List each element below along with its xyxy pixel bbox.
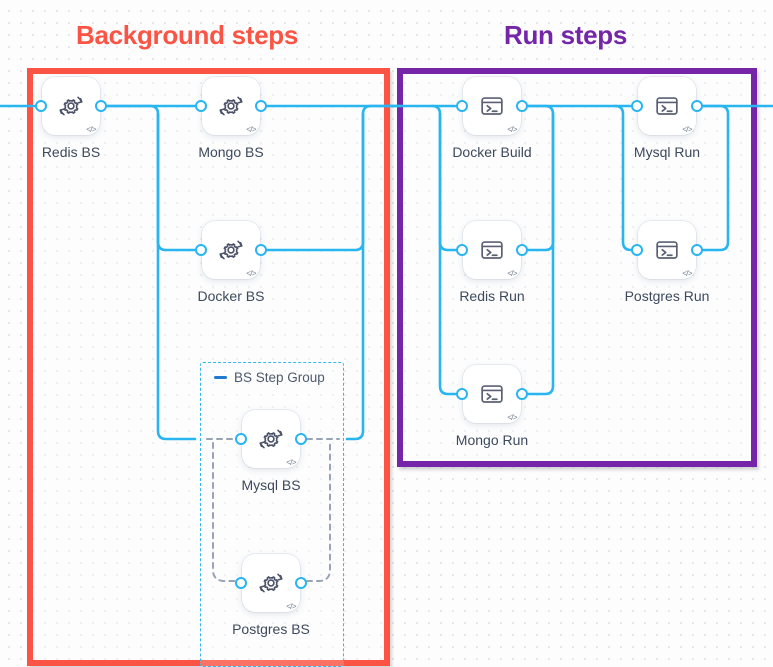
node-output-port[interactable] — [255, 100, 267, 112]
node-output-port[interactable] — [516, 244, 528, 256]
node-label: Docker BS — [197, 288, 265, 304]
node-input-port[interactable] — [195, 244, 207, 256]
node-output-port[interactable] — [691, 100, 703, 112]
minus-icon[interactable] — [214, 376, 227, 379]
node-output-port[interactable] — [295, 577, 307, 589]
node-card[interactable]: </> — [638, 221, 696, 279]
node-input-port[interactable] — [631, 244, 643, 256]
node-input-port[interactable] — [235, 433, 247, 445]
code-badge: </> — [246, 269, 256, 278]
section-title-run-steps: Run steps — [504, 20, 627, 50]
node-card[interactable]: </> — [638, 77, 696, 135]
node-card[interactable]: </> — [202, 77, 260, 135]
node-input-port[interactable] — [456, 100, 468, 112]
code-badge: </> — [682, 269, 692, 278]
node-card[interactable]: </> — [463, 365, 521, 423]
terminal-icon — [656, 97, 678, 115]
code-badge: </> — [507, 269, 517, 278]
terminal-icon — [481, 385, 503, 403]
node-output-port[interactable] — [255, 244, 267, 256]
terminal-icon — [481, 97, 503, 115]
node-input-port[interactable] — [456, 244, 468, 256]
group-frame-run-steps — [397, 68, 757, 467]
background-step-gear-icon — [259, 573, 283, 593]
node-output-port[interactable] — [516, 100, 528, 112]
code-badge: </> — [246, 125, 256, 134]
section-title-background-steps: Background steps — [76, 20, 299, 50]
node-label: Postgres BS — [232, 621, 310, 637]
node-input-port[interactable] — [195, 100, 207, 112]
node-label: Postgres Run — [624, 288, 710, 304]
node-label: Mysql Run — [633, 144, 701, 160]
background-step-gear-icon — [259, 429, 283, 449]
code-badge: </> — [286, 458, 296, 467]
node-label: Redis Run — [459, 288, 525, 304]
node-output-port[interactable] — [516, 388, 528, 400]
node-card[interactable]: </> — [242, 410, 300, 468]
bs-step-group-header[interactable]: BS Step Group — [214, 370, 325, 385]
background-step-gear-icon — [59, 96, 83, 116]
code-badge: </> — [286, 602, 296, 611]
node-card[interactable]: </> — [42, 77, 100, 135]
node-label: Mysql BS — [241, 477, 301, 493]
code-badge: </> — [86, 125, 96, 134]
node-label: Mongo BS — [198, 144, 264, 160]
bs-step-group-label: BS Step Group — [234, 370, 325, 385]
node-card[interactable]: </> — [463, 221, 521, 279]
background-step-gear-icon — [219, 240, 243, 260]
code-badge: </> — [507, 125, 517, 134]
background-step-gear-icon — [219, 96, 243, 116]
node-input-port[interactable] — [456, 388, 468, 400]
node-card[interactable]: </> — [242, 554, 300, 612]
node-output-port[interactable] — [95, 100, 107, 112]
node-card[interactable]: </> — [463, 77, 521, 135]
node-output-port[interactable] — [295, 433, 307, 445]
node-label: Redis BS — [41, 144, 101, 160]
code-badge: </> — [682, 125, 692, 134]
node-output-port[interactable] — [691, 244, 703, 256]
node-input-port[interactable] — [35, 100, 47, 112]
node-label: Mongo Run — [455, 432, 529, 448]
code-badge: </> — [507, 413, 517, 422]
node-card[interactable]: </> — [202, 221, 260, 279]
node-input-port[interactable] — [235, 577, 247, 589]
terminal-icon — [656, 241, 678, 259]
node-label: Docker Build — [452, 144, 532, 160]
terminal-icon — [481, 241, 503, 259]
node-input-port[interactable] — [631, 100, 643, 112]
